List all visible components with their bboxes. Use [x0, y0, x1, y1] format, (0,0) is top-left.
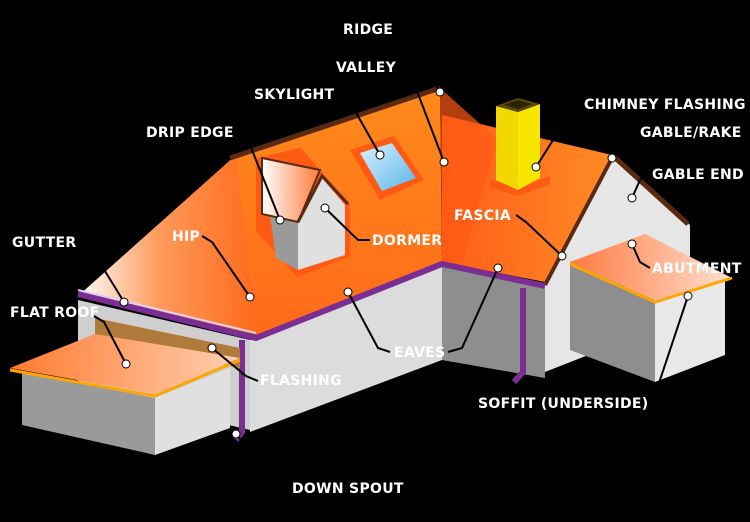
dot-valley	[439, 157, 449, 167]
leader-fascia	[515, 214, 563, 257]
dot-eaves-a	[343, 287, 353, 297]
leader-skylight	[337, 94, 381, 156]
leader-gable-rake	[611, 130, 637, 159]
label-down-spout: DOWN SPOUT	[292, 481, 404, 497]
dot-ridge	[435, 87, 445, 97]
skylight-glass	[360, 143, 416, 191]
dot-abutment	[627, 239, 637, 249]
leader-ridge	[397, 29, 441, 93]
dot-fascia	[557, 251, 567, 261]
label-fascia: FASCIA	[454, 208, 511, 224]
dot-chimney-flashing	[531, 162, 541, 172]
dot-gable-end	[627, 193, 637, 203]
dot-dormer	[320, 203, 330, 213]
label-skylight: SKYLIGHT	[254, 87, 335, 103]
label-abutment: ABUTMENT	[652, 261, 742, 277]
rake-edge	[610, 153, 690, 226]
chimney-side	[496, 106, 518, 190]
label-gable-end: GABLE END	[652, 167, 744, 183]
leader-flat-roof	[93, 315, 127, 365]
chimney-front	[518, 104, 540, 190]
abutment-wall-side	[655, 278, 725, 382]
chimney-flashing-base	[490, 176, 550, 196]
leader-soffit	[641, 295, 689, 405]
dot-drip-edge	[275, 215, 285, 225]
abutment-roof	[570, 234, 732, 300]
dot-skylight	[375, 150, 385, 160]
ridge-line	[229, 85, 441, 161]
dot-gable-rake	[607, 153, 617, 163]
label-flat-roof: FLAT ROOF	[10, 305, 100, 321]
flat-roof-edge	[9, 358, 241, 398]
dot-gutter	[119, 297, 129, 307]
gable-edge	[543, 157, 614, 286]
leader-drip-edge	[235, 131, 281, 221]
leader-chimney-flashing	[535, 103, 579, 168]
leader-gable-end	[631, 173, 649, 199]
gutter-left-white	[77, 289, 257, 334]
flat-roof-wall-side	[155, 368, 230, 455]
label-flashing: FLASHING	[260, 373, 342, 389]
label-hip: HIP	[172, 229, 200, 245]
dot-soffit	[683, 291, 693, 301]
label-eaves: EAVES	[394, 345, 445, 361]
front-wall-main	[250, 265, 442, 432]
flat-roof-wall-front	[22, 372, 155, 455]
dot-hip	[245, 292, 255, 302]
dot-eaves-b	[493, 263, 503, 273]
leader-valley	[401, 67, 445, 163]
dot-flashing	[207, 343, 217, 353]
leader-flashing	[211, 347, 259, 382]
dormer-side-wall	[270, 215, 298, 270]
leader-down-spout	[235, 433, 289, 489]
label-gutter: GUTTER	[12, 235, 76, 251]
label-drip-edge: DRIP EDGE	[146, 125, 234, 141]
roof-valley-face	[440, 88, 498, 262]
down-spout-right	[511, 288, 526, 385]
label-ridge: RIDGE	[343, 22, 393, 38]
gutter-main	[77, 260, 546, 342]
leader-dormer	[324, 207, 370, 241]
dot-flat-roof	[121, 359, 131, 369]
leader-gutter	[79, 242, 125, 303]
dot-down-spout	[231, 429, 241, 439]
label-soffit: SOFFIT (UNDERSIDE)	[478, 396, 648, 412]
label-dormer: DORMER	[372, 233, 442, 249]
leader-hip	[201, 235, 251, 298]
roof-hip-face	[78, 155, 258, 335]
label-gable-rake: GABLE/RAKE	[640, 125, 742, 141]
leader-dots	[119, 87, 693, 439]
label-chimney-flashing: CHIMNEY FLASHING	[584, 97, 746, 113]
side-wall-middle	[442, 265, 545, 378]
leader-eaves-b	[447, 267, 499, 353]
abutment-roof-edge	[569, 262, 733, 304]
dormer-gable-edge	[296, 173, 350, 223]
leader-lines	[79, 29, 689, 489]
labels: RIDGE VALLEY SKYLIGHT CHIMNEY FLASHING D…	[10, 22, 746, 497]
leader-eaves-a	[347, 291, 391, 353]
chimney-top-inner	[504, 100, 532, 109]
leader-abutment	[631, 243, 651, 269]
label-valley: VALLEY	[336, 60, 397, 76]
